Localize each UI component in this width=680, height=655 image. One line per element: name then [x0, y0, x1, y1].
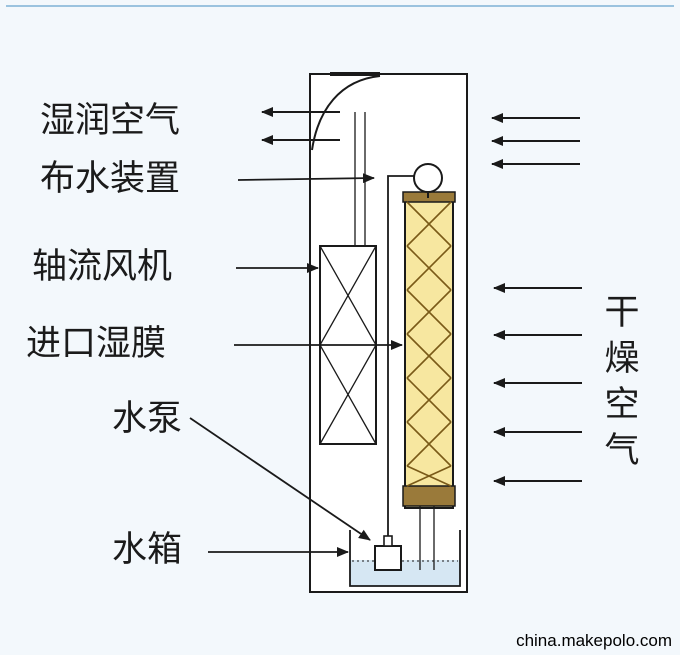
label-dry-air-char-2: 燥 — [604, 339, 640, 379]
label-axial-fan: 轴流风机 — [32, 247, 173, 287]
pointer-water-distributor — [237, 173, 375, 184]
tank-return-lines — [419, 506, 435, 570]
label-dry-air-char-4: 气 — [604, 431, 640, 471]
pad-lattice-line — [406, 333, 452, 379]
label-dry-air: 干 燥 空 气 — [600, 290, 644, 474]
label-inlet-wet-membrane: 进口湿膜 — [26, 324, 167, 364]
pad-lattice-line — [406, 289, 452, 335]
water-tank — [349, 530, 461, 587]
pad-lattice — [406, 201, 452, 487]
pointer-water-pump — [189, 417, 371, 541]
pad-lattice-line — [406, 377, 452, 423]
pad-bottom-cap — [402, 485, 456, 507]
label-water-pump: 水泵 — [112, 399, 183, 439]
water-pump — [374, 545, 402, 571]
water-supply-pipe — [387, 175, 414, 545]
pad-lattice-line — [406, 245, 452, 291]
pad-lattice-line — [406, 465, 452, 487]
water-pump-outlet — [383, 535, 393, 547]
pad-lattice-line — [406, 421, 452, 467]
wet-membrane-pad — [404, 195, 454, 509]
label-humid-air: 湿润空气 — [40, 101, 181, 141]
pad-lattice-line — [406, 201, 452, 247]
water-distributor-ball — [413, 163, 443, 193]
label-water-tank: 水箱 — [112, 530, 183, 570]
label-dry-air-char-3: 空 — [604, 385, 640, 425]
humid-air-outlet-curve — [311, 75, 381, 151]
label-dry-air-char-1: 干 — [604, 293, 640, 333]
water-tank-water — [350, 560, 460, 586]
label-water-distributor: 布水装置 — [40, 159, 181, 199]
watermark: china.makepolo.com — [516, 631, 672, 650]
